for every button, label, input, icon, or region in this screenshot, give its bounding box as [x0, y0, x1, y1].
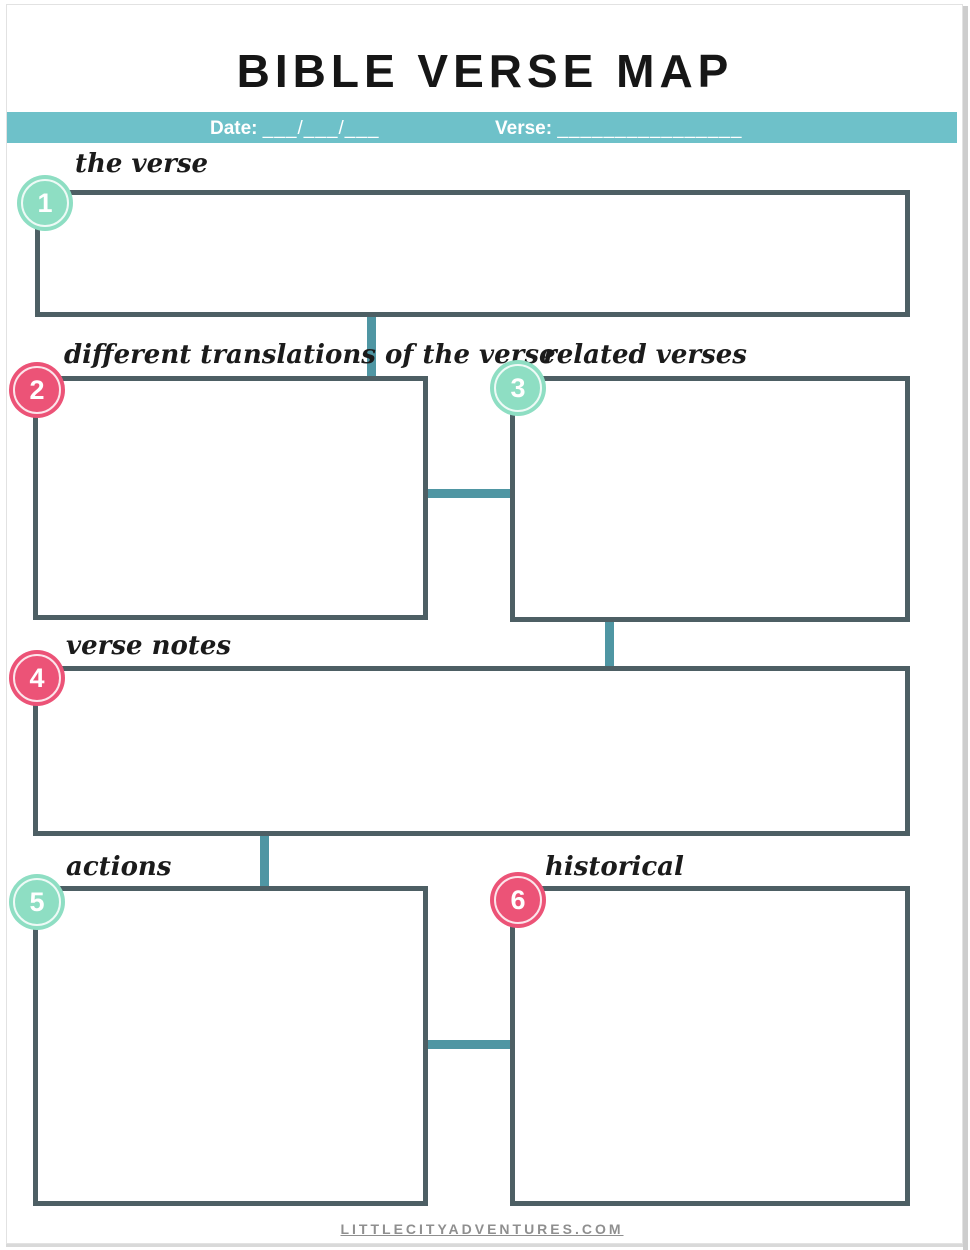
page-edge-shadow-right — [963, 6, 968, 1250]
connector-translations-to-related — [424, 489, 514, 498]
connector-actions-to-historical — [424, 1040, 514, 1049]
section-label-verse-notes: verse notes — [66, 631, 232, 661]
section-number-badge-2: 2 — [9, 362, 65, 418]
section-label-translations: different translations of the verse — [64, 340, 556, 370]
verse-blank-line: ________________ — [557, 118, 743, 139]
section-number: 4 — [29, 662, 45, 693]
section-label-the-verse: the verse — [75, 149, 209, 179]
section-number: 3 — [510, 372, 526, 403]
section-number: 6 — [510, 884, 526, 915]
section-number-badge-6: 6 — [490, 872, 546, 928]
connector-notes-to-actions — [260, 832, 269, 890]
section-number-badge-1: 1 — [17, 175, 73, 231]
section-number: 2 — [29, 374, 45, 405]
section-label-historical: historical — [545, 852, 684, 882]
verse-field: Verse: ________________ — [495, 112, 742, 143]
actions-box — [33, 886, 428, 1206]
date-label: Date: — [210, 118, 263, 139]
verse-label: Verse: — [495, 118, 558, 139]
footer: LITTLECITYADVENTURES.COM — [7, 1221, 957, 1239]
section-number-badge-5: 5 — [9, 874, 65, 930]
section-number-badge-4: 4 — [9, 650, 65, 706]
verse-box — [35, 190, 910, 317]
page-edge-shadow-bottom — [6, 1244, 963, 1247]
section-label-related-verses: related verses — [543, 340, 747, 370]
section-number: 5 — [29, 886, 45, 917]
historical-box — [510, 886, 910, 1206]
connector-verse-to-translations — [367, 315, 376, 379]
related-verses-box — [510, 376, 910, 622]
page-title: BIBLE VERSE MAP — [236, 45, 734, 97]
section-number: 1 — [37, 187, 53, 218]
translations-box — [33, 376, 428, 620]
date-field: Date: ___/___/___ — [210, 112, 379, 143]
verse-notes-box — [33, 666, 910, 836]
date-blank-line: ___/___/___ — [262, 118, 380, 139]
section-number-badge-3: 3 — [490, 360, 546, 416]
connector-related-to-notes — [605, 618, 614, 670]
section-label-actions: actions — [66, 852, 172, 882]
footer-website-link[interactable]: LITTLECITYADVENTURES.COM — [340, 1221, 624, 1237]
header-banner: Date: ___/___/___ Verse: _______________… — [7, 112, 957, 143]
